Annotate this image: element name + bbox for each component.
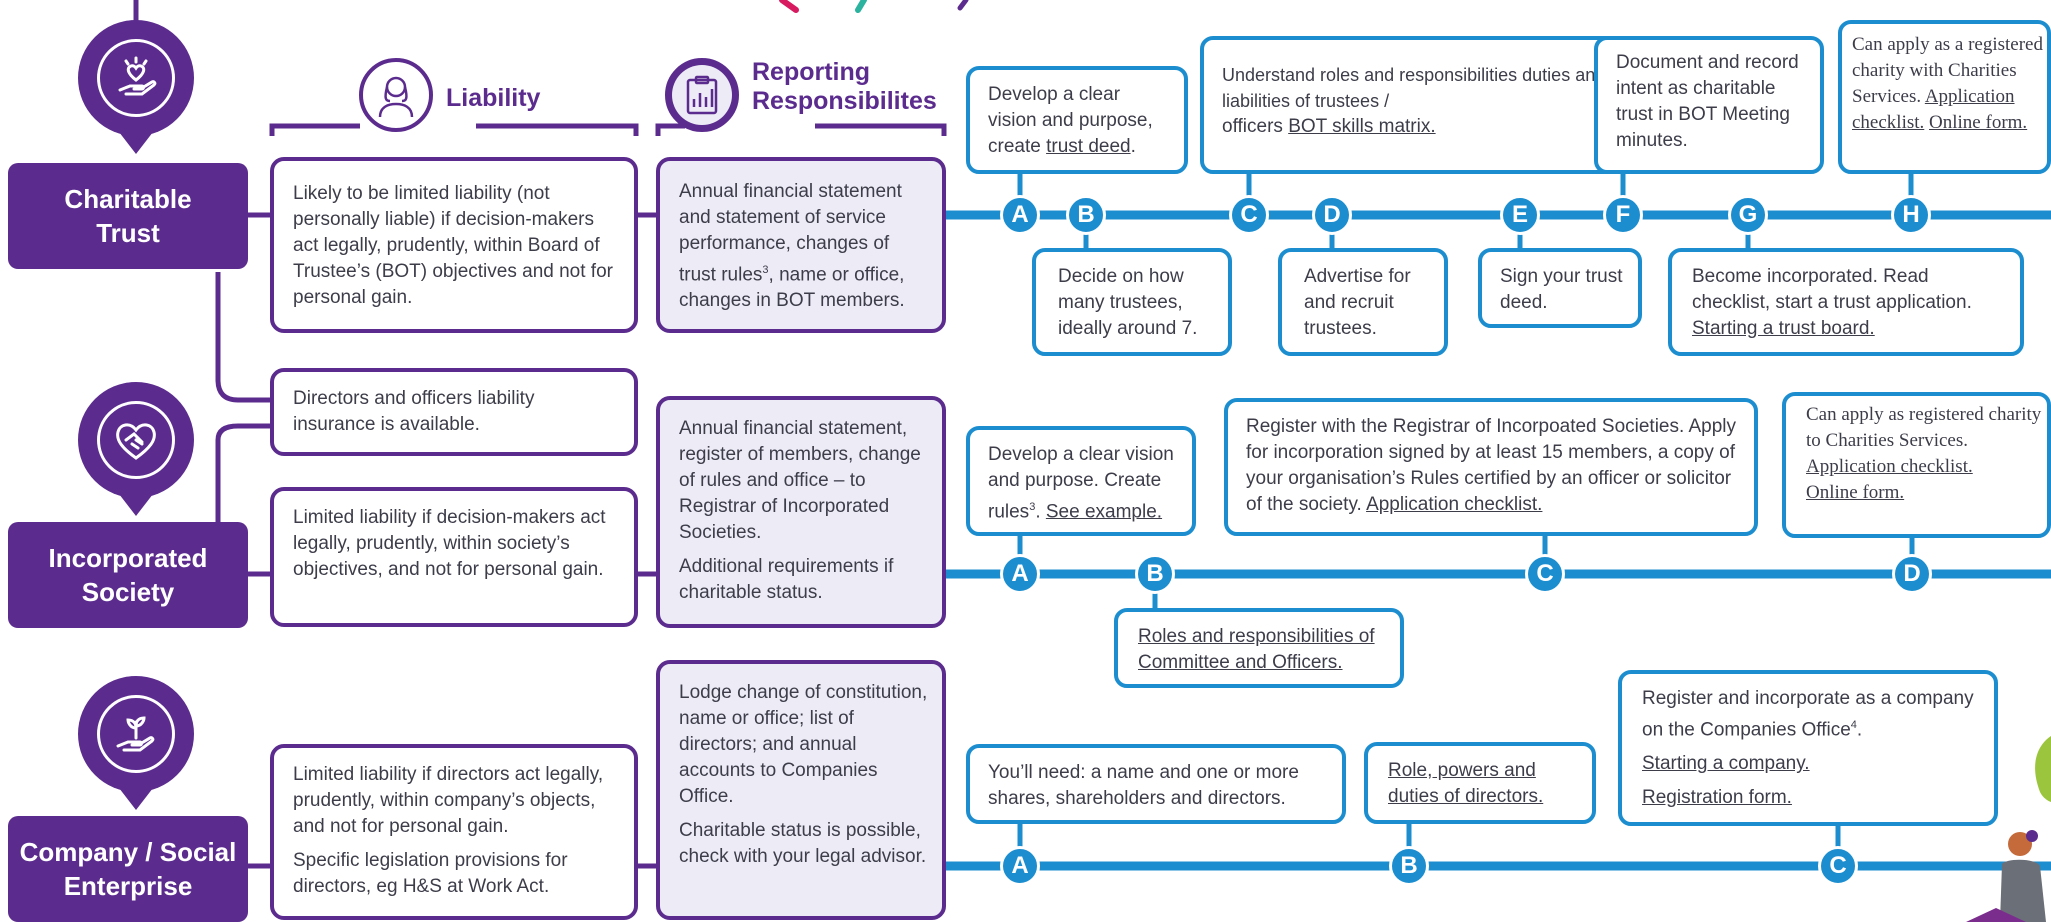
reporting-company-box: Lodge change of constitution, name or of…: [656, 660, 946, 920]
trust-step-e-box: Sign your trust deed.: [1478, 248, 1642, 328]
society-step-d-box: Can apply as registered charity to Chari…: [1782, 392, 2051, 538]
clipboard-chart-icon: [665, 58, 739, 132]
society-node-c: C: [1525, 554, 1565, 594]
reporting-header: Reporting Responsibilites: [752, 58, 937, 115]
trust-node-e: E: [1500, 195, 1540, 235]
trust-node-f: F: [1603, 195, 1643, 235]
person-illustration: [1966, 830, 2046, 922]
bot-skills-matrix-link[interactable]: BOT skills matrix.: [1288, 116, 1436, 137]
liability-company-legislation: Specific legislation provisions for dire…: [293, 850, 568, 897]
trust-step-b-box: Decide on how many trustees, ideally aro…: [1032, 248, 1232, 356]
hand-heart-icon: [97, 39, 175, 117]
society-step-a-text: Develop a clear vision and purpose. Crea…: [988, 444, 1174, 523]
trust-step-d-box: Advertise for and recruit trustees.: [1278, 248, 1448, 356]
society-node-d: D: [1892, 554, 1932, 594]
roles-committee-officers-link[interactable]: Roles and responsibilities of Committee …: [1138, 626, 1375, 673]
entity-label-company: Company / Social Enterprise: [8, 816, 248, 922]
starting-trust-board-link[interactable]: Starting a trust board.: [1692, 318, 1875, 339]
charity-online-form-link[interactable]: Online form.: [1806, 482, 1905, 503]
society-node-b: B: [1135, 554, 1175, 594]
liability-trust-box: Likely to be limited liability (not pers…: [270, 157, 638, 333]
company-step-a-box: You’ll need: a name and one or more shar…: [966, 744, 1346, 824]
trust-node-a: A: [1000, 195, 1040, 235]
hand-plant-icon: [97, 695, 175, 773]
reporting-trust-text-2: , name or office, changes in BOT members…: [679, 264, 905, 312]
liability-header: Liability: [446, 84, 541, 112]
footnote-3-society: 3: [1029, 501, 1036, 513]
trust-pin: [78, 20, 194, 154]
liability-company-box: Limited liability if directors act legal…: [270, 744, 638, 920]
plant-illustration: [2035, 736, 2051, 802]
reporting-trust-box: Annual financial statement and statement…: [656, 157, 946, 333]
handshake-heart-icon: [97, 401, 175, 479]
entity-label-society: Incorporated Society: [8, 522, 248, 628]
society-step-a-box: Develop a clear vision and purpose. Crea…: [966, 426, 1196, 536]
trust-deed-link[interactable]: trust deed: [1046, 136, 1131, 157]
starting-company-link[interactable]: Starting a company.: [1642, 753, 1810, 775]
charity-application-checklist-link[interactable]: Application checklist.: [1806, 456, 1973, 477]
trust-online-form-link[interactable]: Online form.: [1929, 112, 2028, 133]
person-icon: [359, 58, 433, 132]
reporting-society-extra: Additional requirements if charitable st…: [679, 556, 894, 603]
trust-step-a-end: .: [1130, 136, 1136, 157]
company-pin: [78, 676, 194, 810]
trust-step-f-box: Document and record intent as charitable…: [1594, 36, 1824, 174]
society-application-checklist-link[interactable]: Application checklist.: [1366, 494, 1543, 515]
company-step-b-box: Role, powers and duties of directors.: [1364, 742, 1596, 824]
see-example-link[interactable]: See example.: [1045, 501, 1163, 523]
trust-node-c: C: [1229, 195, 1269, 235]
trust-step-c-text: Understand roles and responsibilities du…: [1222, 65, 1606, 111]
trust-node-b: B: [1066, 195, 1106, 235]
society-step-c-box: Register with the Registrar of Incorpoat…: [1224, 398, 1758, 536]
trust-node-d: D: [1312, 195, 1352, 235]
society-step-c-text: Register with the Registrar of Incorpoat…: [1246, 416, 1737, 515]
company-node-c: C: [1818, 846, 1858, 886]
trust-application-checklist-link[interactable]: Application checklist.: [1852, 86, 2015, 133]
trust-step-a-text: Develop a clear vision and purpose, crea…: [988, 84, 1153, 157]
trust-step-a-box: Develop a clear vision and purpose, crea…: [966, 66, 1188, 174]
society-step-b-box: Roles and responsibilities of Committee …: [1114, 608, 1404, 688]
company-step-c-box: Register and incorporate as a company on…: [1618, 670, 1998, 826]
entity-label-trust: Charitable Trust: [8, 163, 248, 269]
trust-step-c-officers: officers: [1222, 116, 1289, 137]
company-node-a: A: [1000, 846, 1040, 886]
trust-step-h-box: Can apply as a registered charity with C…: [1838, 20, 2051, 174]
liability-society-box: Limited liability if decision-makers act…: [270, 487, 638, 627]
society-step-d-text: Can apply as registered charity to Chari…: [1806, 404, 2042, 451]
liability-insurance-box: Directors and officers liability insuran…: [270, 368, 638, 456]
decorative-figure-top: [779, 0, 969, 13]
registration-form-link[interactable]: Registration form.: [1642, 787, 1792, 809]
reporting-society-box: Annual financial statement, register of …: [656, 396, 946, 628]
footnote-3: 3: [762, 264, 769, 276]
society-node-a: A: [1000, 554, 1040, 594]
trust-step-c-box: Understand roles and responsibilities du…: [1200, 36, 1656, 174]
society-step-a-end: .: [1035, 501, 1046, 523]
reporting-society-text: Annual financial statement, register of …: [679, 418, 921, 543]
company-step-c-end: .: [1856, 719, 1863, 741]
reporting-company-text: Lodge change of constitution, name or of…: [679, 682, 928, 807]
reporting-trust-text: Annual financial statement and statement…: [679, 181, 902, 286]
trust-node-g: G: [1728, 195, 1768, 235]
footnote-4: 4: [1850, 719, 1857, 731]
trust-step-h-text: Can apply as a registered charity with C…: [1852, 34, 2043, 107]
company-step-c-text: Register and incorporate as a company on…: [1642, 688, 1974, 741]
trust-node-h: H: [1891, 195, 1931, 235]
society-pin: [78, 382, 194, 516]
company-node-b: B: [1389, 846, 1429, 886]
trust-step-g-box: Become incorporated. Read checklist, sta…: [1668, 248, 2024, 356]
trust-step-g-text: Become incorporated. Read checklist, sta…: [1692, 266, 1972, 313]
role-powers-directors-link[interactable]: Role, powers and duties of directors.: [1388, 760, 1544, 807]
reporting-company-charitable: Charitable status is possible, check wit…: [679, 820, 927, 867]
liability-company-text: Limited liability if directors act legal…: [293, 764, 604, 837]
